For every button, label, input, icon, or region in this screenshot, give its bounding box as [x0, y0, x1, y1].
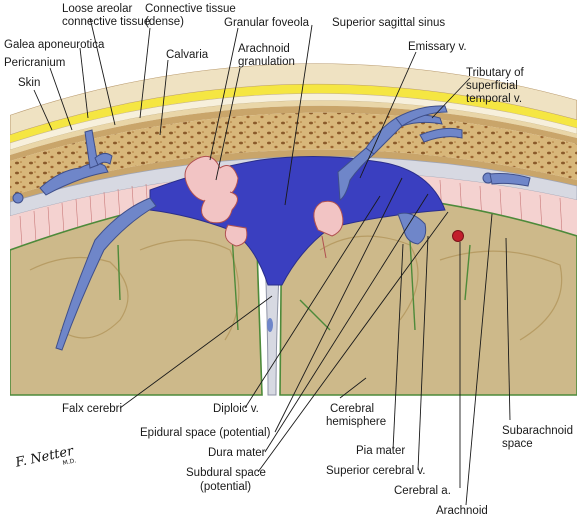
- leader-lines: [33, 17, 511, 506]
- label-emissary-v: Emissary v.: [408, 41, 467, 53]
- cerebral-artery: [452, 230, 464, 242]
- sulci: [117, 234, 471, 331]
- veins: [12, 105, 531, 351]
- arachnoid-granulations: [184, 155, 344, 259]
- netter-signature: F. Netter M.D.: [13, 444, 77, 471]
- label-subarachnoid-space-1: Subarachnoid: [502, 425, 573, 437]
- label-epidural-space: Epidural space (potential): [140, 427, 271, 439]
- label-arachnoid-granulation-1: Arachnoid: [238, 43, 290, 55]
- label-connective-dense-1: Connective tissue: [145, 3, 236, 15]
- label-tributary-3: temporal v.: [466, 93, 522, 105]
- label-pericranium: Pericranium: [4, 57, 65, 69]
- label-arachnoid: Arachnoid: [436, 505, 488, 517]
- label-loose-areolar-1: Loose areolar: [62, 3, 132, 15]
- label-granular-foveola: Granular foveola: [224, 17, 310, 29]
- superior-cerebral-vein: [397, 212, 427, 245]
- label-pia-mater: Pia mater: [356, 445, 405, 457]
- label-tributary-1: Tributary of: [466, 67, 525, 79]
- superior-cerebral-vein-left: [55, 197, 157, 351]
- label-calvaria: Calvaria: [166, 49, 209, 61]
- label-connective-dense-2: (dense): [145, 16, 184, 28]
- svg-text:M.D.: M.D.: [62, 457, 77, 467]
- label-falx-cerebri: Falx cerebri: [62, 403, 122, 415]
- diploic-vein: [39, 162, 109, 196]
- labels: Loose areolar connective tissue Connecti…: [4, 3, 573, 517]
- emissary-vein: [337, 147, 375, 201]
- galea-layer: [10, 84, 577, 143]
- label-superior-cerebral-v: Superior cerebral v.: [326, 465, 426, 477]
- svg-text:F. Netter: F. Netter: [13, 444, 75, 471]
- label-tributary-2: superficial: [466, 80, 518, 92]
- label-loose-areolar-2: connective tissue: [62, 16, 150, 28]
- label-cerebral-hemisphere-1: Cerebral: [330, 403, 374, 415]
- label-subdural-space-1: Subdural space: [186, 467, 266, 479]
- label-diploic-v: Diploic v.: [213, 403, 259, 415]
- label-superior-sagittal-sinus: Superior sagittal sinus: [332, 17, 445, 29]
- label-subdural-space-2: (potential): [200, 481, 251, 493]
- label-dura-mater: Dura mater: [208, 447, 266, 459]
- inferior-sagittal-sinus: [267, 318, 273, 332]
- label-skin: Skin: [18, 77, 40, 89]
- label-galea: Galea aponeurotica: [4, 39, 105, 51]
- label-subarachnoid-space-2: space: [502, 438, 533, 450]
- label-arachnoid-granulation-2: granulation: [238, 56, 295, 68]
- label-cerebral-a: Cerebral a.: [394, 485, 451, 497]
- label-cerebral-hemisphere-2: hemisphere: [326, 416, 386, 428]
